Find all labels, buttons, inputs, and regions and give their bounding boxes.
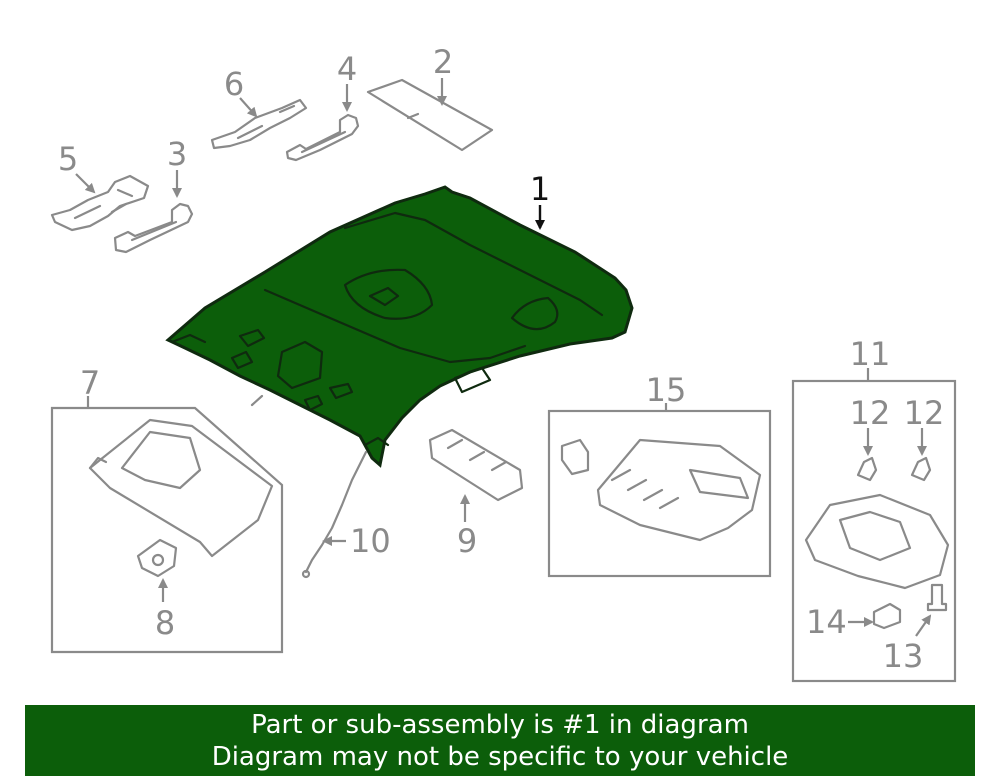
leader-13 <box>915 614 932 637</box>
headliner-part-1[interactable] <box>165 185 634 468</box>
callout-13: 13 <box>883 637 924 675</box>
callout-11: 11 <box>850 335 891 373</box>
box-part-15 <box>547 409 772 578</box>
clip-part-12a[interactable] <box>856 456 878 482</box>
callout-1: 1 <box>530 170 550 208</box>
map-lamp-part-11[interactable] <box>804 493 950 590</box>
screw-part-13[interactable] <box>926 583 948 612</box>
callout-8: 8 <box>155 604 175 642</box>
callout-12b: 12 <box>904 394 945 432</box>
wire-part-10[interactable] <box>250 394 368 579</box>
leader-6 <box>239 97 258 118</box>
callout-7: 7 <box>80 364 100 402</box>
callout-15: 15 <box>646 371 687 409</box>
callout-10: 10 <box>350 522 391 560</box>
callout-6: 6 <box>224 65 244 103</box>
overhead-console-part-15[interactable] <box>560 438 762 542</box>
leader-5 <box>75 173 96 194</box>
bracket-part-6[interactable] <box>210 98 308 150</box>
callout-3: 3 <box>167 135 187 173</box>
parts-diagram: 1 2 3 4 5 6 7 8 9 10 11 12 12 13 14 15 <box>50 43 957 683</box>
bracket-part-9[interactable] <box>428 428 524 502</box>
info-banner: Part or sub-assembly is #1 in diagram Di… <box>25 705 975 776</box>
banner-line-1: Part or sub-assembly is #1 in diagram <box>251 710 749 740</box>
bulb-part-14[interactable] <box>872 602 902 630</box>
callout-12a: 12 <box>850 394 891 432</box>
clip-part-12b[interactable] <box>910 456 932 482</box>
sun-visor-part-7[interactable] <box>88 418 274 558</box>
panel-part-2[interactable] <box>366 78 494 152</box>
box-part-7 <box>50 406 284 654</box>
callout-14: 14 <box>806 603 847 641</box>
banner-line-2: Diagram may not be specific to your vehi… <box>211 742 789 772</box>
callout-9: 9 <box>457 522 477 560</box>
callout-4: 4 <box>337 50 357 88</box>
bracket-part-5[interactable] <box>50 174 150 232</box>
callout-5: 5 <box>58 140 78 178</box>
callout-2: 2 <box>433 43 453 81</box>
grab-handle-part-4[interactable] <box>285 113 360 162</box>
grab-handle-part-3[interactable] <box>113 202 194 254</box>
clip-part-8[interactable] <box>136 538 178 578</box>
box-part-11 <box>791 379 957 683</box>
